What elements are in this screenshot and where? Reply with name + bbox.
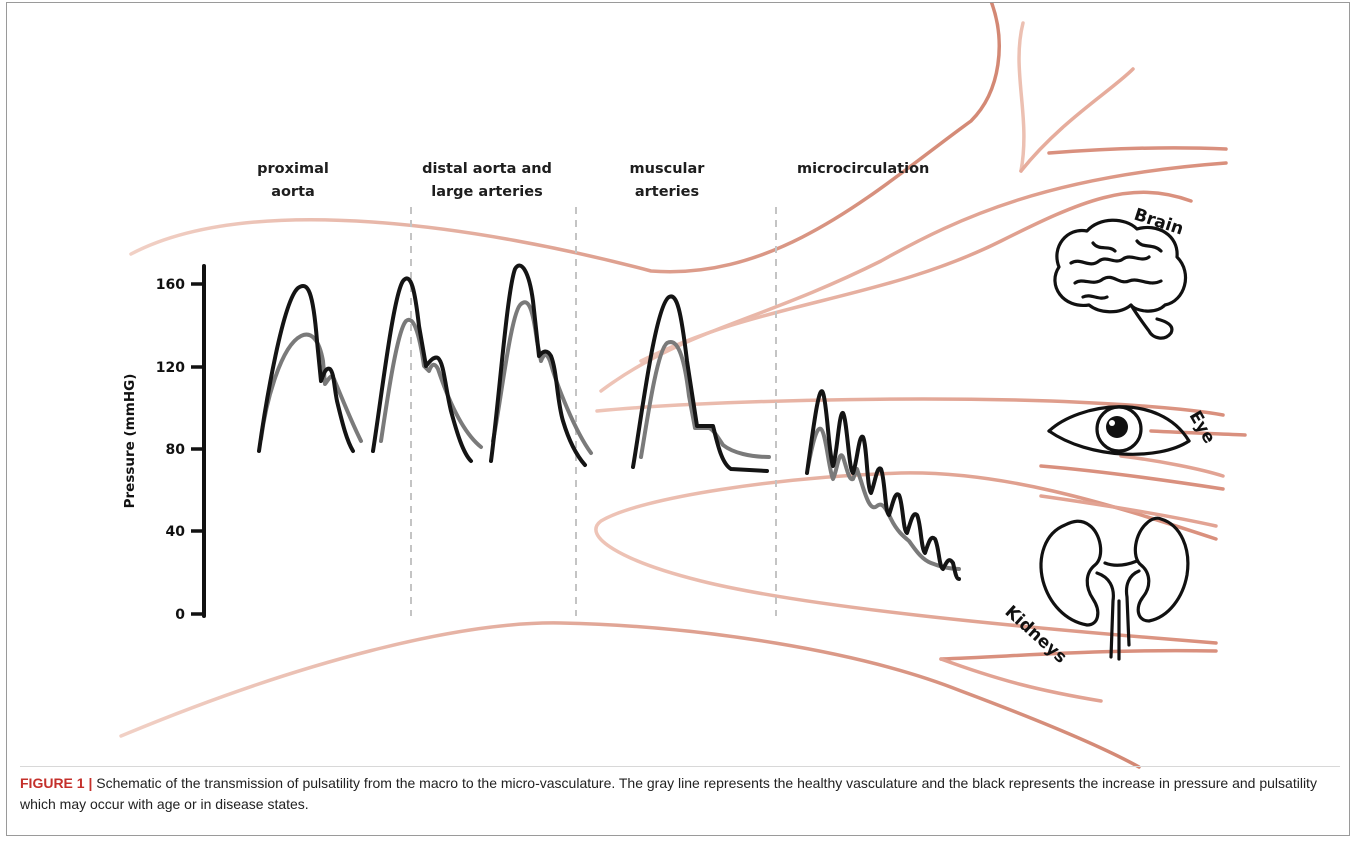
vessel-lower-fork-2 bbox=[939, 657, 1103, 703]
waveform-disease-proximal bbox=[257, 284, 355, 453]
tick-label-160: 160 bbox=[156, 277, 185, 293]
organ-label-brain: Brain bbox=[1131, 205, 1185, 240]
tick-label-120: 120 bbox=[156, 360, 185, 376]
waveform-disease-distal bbox=[371, 276, 473, 463]
vessel-drawing bbox=[119, 3, 1247, 769]
vessel-branch-lower-2 bbox=[639, 190, 1193, 363]
waveform-healthy-muscular bbox=[639, 340, 771, 459]
waveform-healthy-distal bbox=[379, 317, 483, 449]
schematic-figure: proximal aorta distal aorta and large ar… bbox=[119, 3, 1247, 769]
tick-label-80: 80 bbox=[166, 442, 186, 458]
vessel-top-fork-3 bbox=[1047, 146, 1228, 155]
figure-frame: proximal aorta distal aorta and large ar… bbox=[6, 2, 1350, 836]
vessel-eye-tail-2 bbox=[1119, 454, 1225, 478]
kidneys-icon bbox=[1039, 516, 1190, 661]
section-label-muscular-line2: arteries bbox=[635, 184, 699, 200]
vessel-kidney-inner bbox=[1039, 494, 1218, 528]
vessel-lower-wall bbox=[119, 621, 1141, 769]
section-label-proximal-line2: aorta bbox=[271, 184, 315, 200]
vessel-kidney-loop bbox=[594, 471, 1218, 645]
eye-icon bbox=[1047, 405, 1191, 456]
vessel-eye-channel-bottom bbox=[1039, 464, 1225, 491]
vessel-top-fork-2 bbox=[1019, 67, 1135, 173]
waveform-disease-micro bbox=[805, 389, 961, 581]
section-label-muscular-line1: muscular bbox=[630, 161, 706, 177]
vessel-lower-fork bbox=[939, 648, 1218, 661]
section-label-proximal-line1: proximal bbox=[257, 161, 329, 177]
axis-title: Pressure (mmHG) bbox=[122, 374, 138, 509]
pressure-axis: 160 120 80 40 0 Pressure (mmHG) bbox=[122, 264, 206, 623]
waveform-healthy-proximal bbox=[259, 332, 363, 443]
section-label-distal-line2: large arteries bbox=[431, 184, 542, 200]
waveform-healthy-micro bbox=[806, 426, 961, 571]
vessel-eye-tail bbox=[1149, 429, 1247, 437]
waveform-disease-distal-2 bbox=[489, 263, 587, 467]
caption-text: Schematic of the transmission of pulsati… bbox=[20, 775, 1317, 812]
section-label-distal-line1: distal aorta and bbox=[422, 161, 552, 177]
tick-label-0: 0 bbox=[175, 607, 185, 623]
tick-label-40: 40 bbox=[166, 524, 186, 540]
figure-caption: FIGURE 1 | Schematic of the transmission… bbox=[20, 766, 1340, 815]
vessel-top-fork bbox=[1017, 21, 1026, 173]
caption-lead: FIGURE 1 | bbox=[20, 775, 93, 791]
brain-icon bbox=[1053, 218, 1188, 340]
waveform-disease-muscular bbox=[631, 294, 769, 473]
vessel-upper-wall bbox=[129, 3, 1001, 274]
section-label-microcirculation: microcirculation bbox=[797, 161, 929, 177]
